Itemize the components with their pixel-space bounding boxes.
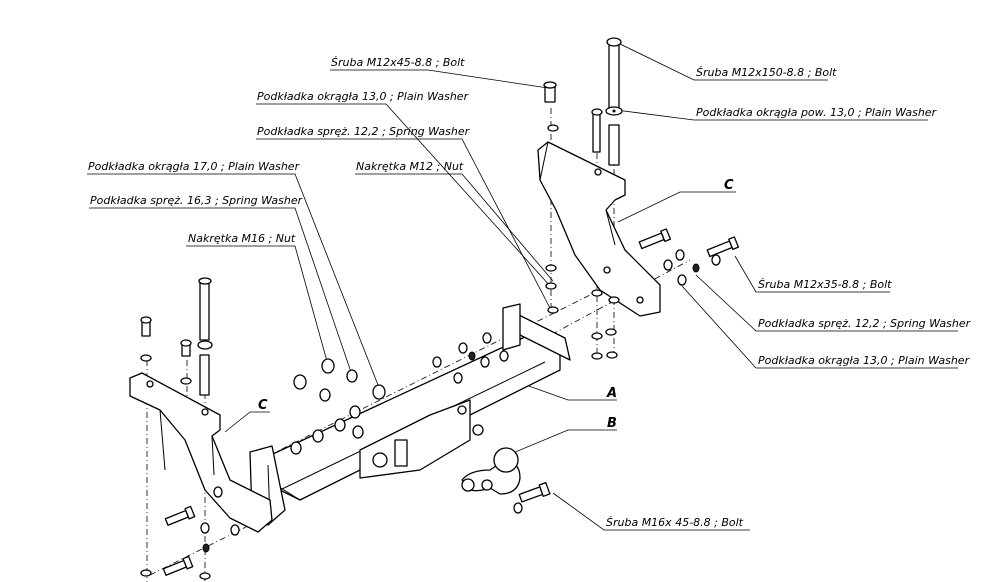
part-letter-c-right: C [724, 178, 734, 193]
label-bolt-m12x35: Śruba M12x35-8.8 ; Bolt [758, 278, 892, 291]
label-plain-washer-pow-13: Podkładka okrągła pow. 13,0 ; Plain Wash… [696, 106, 938, 119]
label-plain-washer-13-top: Podkładka okrągła 13,0 ; Plain Washer [257, 90, 470, 103]
label-spring-washer-12-2-right: Podkładka spręż. 12,2 ; Spring Washer [758, 317, 972, 330]
part-letter-b: B [607, 416, 617, 431]
label-spring-washer-16-3: Podkładka spręż. 16,3 ; Spring Washer [90, 194, 304, 207]
part-letter-c-left: C [258, 398, 268, 413]
part-letter-a: A [606, 386, 617, 401]
left-bracket-c [129, 372, 273, 533]
label-bolt-m16x45: Śruba M16x 45-8.8 ; Bolt [606, 516, 744, 529]
labels: Śruba M12x45-8.8 ; Bolt Podkładka okrągł… [88, 56, 972, 529]
right-bracket-c [537, 141, 661, 317]
fasteners [140, 37, 740, 580]
label-nut-m16: Nakrętka M16 ; Nut [188, 232, 296, 245]
label-plain-washer-13-right: Podkładka okrągła 13,0 ; Plain Washer [758, 354, 971, 367]
label-spring-washer-12-2-top: Podkładka spręż. 12,2 ; Spring Washer [257, 125, 471, 138]
main-crossbar-a [249, 303, 571, 526]
label-nut-m12: Nakrętka M12 ; Nut [356, 160, 464, 173]
label-bolt-m12x45: Śruba M12x45-8.8 ; Bolt [331, 56, 465, 69]
label-bolt-m12x150: Śruba M12x150-8.8 ; Bolt [696, 66, 837, 79]
tow-ball-b [461, 447, 521, 495]
label-plain-washer-17: Podkładka okrągła 17,0 ; Plain Washer [88, 160, 301, 173]
